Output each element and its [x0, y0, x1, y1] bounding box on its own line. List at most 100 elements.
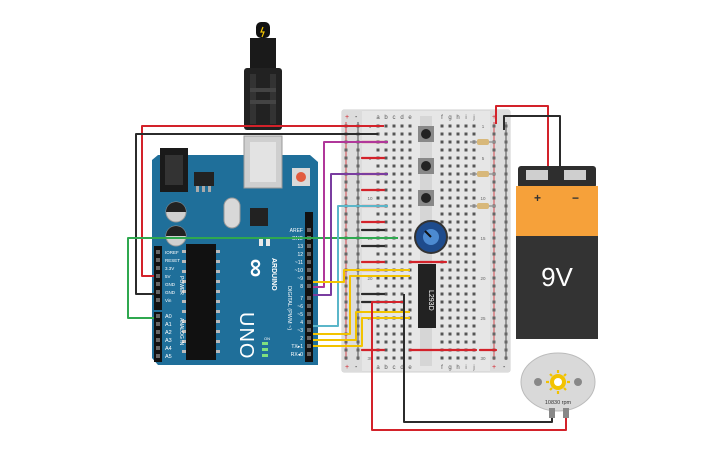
wires: [127, 105, 567, 431]
battery-plus-label: +: [534, 191, 541, 205]
arduino-model: UNO: [235, 312, 257, 359]
pushbuttons[interactable]: [418, 126, 434, 206]
power-label: POWER: [178, 276, 184, 295]
wire-motor-red: [371, 301, 567, 431]
driver-chip-label: L293D: [427, 290, 434, 311]
digital-pin-label: ~6: [297, 304, 303, 310]
digital-pin-label: ~10: [295, 268, 304, 274]
digital-pin-label: 7: [300, 296, 303, 302]
dc-motor[interactable]: 10830 rpm: [520, 352, 596, 418]
column-label: h: [456, 115, 459, 121]
digital-pin-label: ~5: [297, 312, 303, 318]
row-label: 20: [367, 276, 373, 281]
power-pin-label: 3.3V: [165, 266, 174, 271]
wire-pin4-yellow: [313, 275, 410, 335]
rail-plus-bottom-left: +: [345, 364, 349, 371]
wire-battery-plus-red: [495, 105, 549, 166]
column-label: j: [472, 115, 474, 121]
wire-a0-green: [127, 237, 398, 319]
on-label: ON: [264, 336, 270, 341]
power-pin-label: RESET: [165, 258, 180, 263]
row-label: 1: [482, 124, 485, 129]
rail-minus-top-left: -: [355, 114, 358, 121]
digital-pin-label: ~11: [295, 260, 303, 266]
column-label: g: [448, 365, 451, 371]
column-label: a: [376, 365, 380, 371]
digital-pin-label: 12: [297, 252, 303, 258]
rail-plus-top-left: +: [345, 114, 349, 121]
analog-pin-label: A4: [165, 346, 172, 352]
potentiometer[interactable]: [414, 220, 448, 254]
column-label: b: [384, 115, 388, 121]
row-label: 30: [480, 356, 486, 361]
column-label: i: [465, 365, 466, 371]
column-label: i: [465, 115, 466, 121]
power-pin-label: IOREF: [165, 250, 179, 255]
usb-cable: [244, 22, 282, 130]
power-pin-label: GND: [165, 282, 176, 287]
analog-pin-label: A3: [165, 338, 172, 344]
wire-battery-minus-black: [503, 115, 561, 166]
rail-plus-top-right: +: [492, 114, 496, 121]
column-label: h: [456, 365, 459, 371]
column-label: d: [400, 365, 403, 371]
motor-rpm-label: 10830 rpm: [545, 400, 572, 406]
row-label: 30: [367, 356, 373, 361]
analog-pin-label: A0: [165, 314, 172, 320]
digital-pin-label: 8: [300, 284, 303, 290]
power-pin-label: GND: [165, 290, 176, 295]
power-pin-label: Vin: [165, 298, 172, 303]
wire-pin3-yellow: [313, 311, 410, 341]
column-label: j: [472, 365, 474, 371]
row-label: 10: [367, 196, 373, 201]
wire-5v-red: [141, 125, 384, 277]
column-label: c: [393, 115, 396, 121]
arduino-logo-icon: ∞: [242, 259, 272, 278]
power-pin-label: 5V: [165, 274, 171, 279]
wire-pin8-magenta: [313, 141, 388, 288]
motor-driver-chip[interactable]: L293D: [418, 264, 436, 328]
battery-9v[interactable]: + − 9V: [516, 166, 598, 339]
digital-pin-label: ~3: [297, 328, 303, 334]
row-label: 25: [480, 316, 486, 321]
wire-pin7-purple: [313, 173, 388, 296]
wire-motor-black: [403, 294, 553, 423]
digital-pin-label: RX◂0: [291, 352, 303, 358]
row-label: 15: [480, 236, 486, 241]
rail-minus-bottom-left: -: [355, 364, 358, 371]
digital-pin-label: TX▸1: [291, 344, 303, 350]
resistors: [470, 139, 496, 209]
battery-voltage-label: 9V: [541, 262, 573, 292]
digital-pin-label: 2: [300, 336, 303, 342]
wire-pin6-cyan: [313, 205, 388, 327]
rail-plus-bottom-right: +: [492, 364, 496, 371]
arduino-uno-board[interactable]: ∞ ARDUINO UNO DIGITAL (PWM ~) POWER ANAL…: [152, 135, 318, 365]
digital-pin-label: ~9: [297, 276, 303, 282]
digital-pin-label: 4: [300, 320, 303, 326]
column-label: b: [384, 365, 388, 371]
column-label: d: [400, 115, 403, 121]
analog-pin-label: A1: [165, 322, 172, 328]
arduino-brand: ARDUINO: [270, 258, 277, 291]
column-label: a: [376, 115, 380, 121]
wire-gnd-black: [135, 133, 378, 295]
column-label: e: [408, 115, 412, 121]
column-label: f: [441, 115, 443, 121]
rail-minus-bottom-right: -: [503, 364, 506, 371]
column-label: f: [441, 365, 443, 371]
breadboard-holes: [344, 124, 508, 360]
digital-label: DIGITAL (PWM ~): [286, 286, 292, 330]
motor-gear-icon: [546, 370, 570, 394]
row-label: 10: [480, 196, 486, 201]
digital-pin-label: 13: [297, 244, 303, 250]
battery-minus-label: −: [572, 191, 579, 205]
analog-pin-label: A5: [165, 354, 172, 360]
column-label: c: [393, 365, 396, 371]
analog-label: ANALOG IN: [178, 318, 184, 346]
row-label: 5: [482, 156, 485, 161]
column-label: e: [408, 365, 412, 371]
analog-pin-label: A2: [165, 330, 172, 336]
